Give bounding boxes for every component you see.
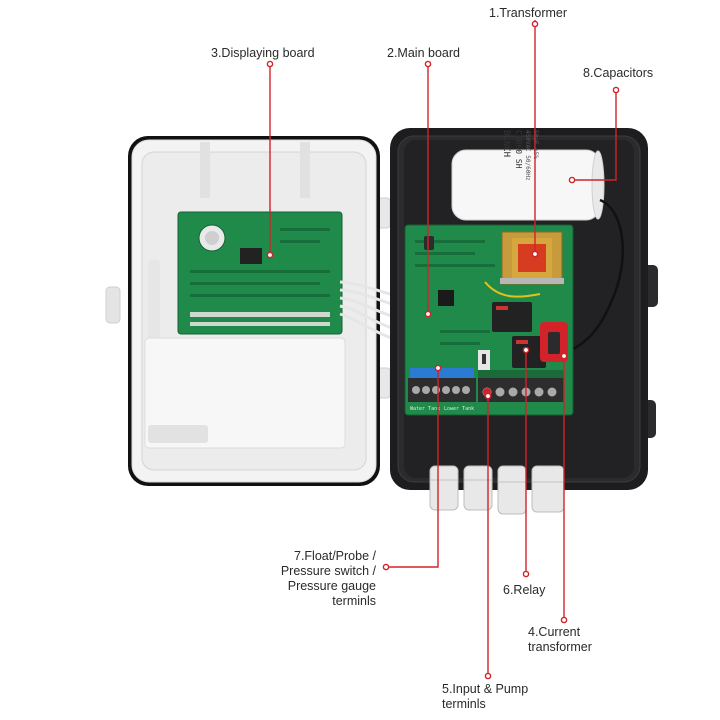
label-float-probe: 7.Float/Probe / Pressure switch / Pressu… xyxy=(240,549,376,609)
transformer xyxy=(484,231,564,298)
label-current-line-1: 4.Current xyxy=(528,625,581,639)
label-displaying-board: 3.Displaying board xyxy=(211,46,315,60)
capacitor-rating-1: 450VAC 50/60Hz xyxy=(524,130,531,181)
current-transformer xyxy=(540,322,568,362)
input-pump-terminal-block xyxy=(478,370,564,402)
label-transformer: 1.Transformer xyxy=(489,6,568,20)
lower-tank-label: Lower Tank xyxy=(444,406,474,412)
label-float-line-1: 7.Float/Probe / xyxy=(294,549,376,563)
label-main-board: 2.Main board xyxy=(387,46,460,60)
label-input-pump: 5.Input & Pump terminls xyxy=(442,682,528,712)
capacitor-model: CBB60 SH xyxy=(514,130,523,169)
display-board xyxy=(177,211,343,335)
label-current-line-2: transformer xyxy=(528,640,592,654)
label-current-transformer: 4.Current transformer xyxy=(528,625,592,655)
label-input-line-1: 5.Input & Pump xyxy=(442,682,529,696)
label-capacitors: 8.Capacitors xyxy=(583,66,654,80)
label-float-line-4: terminls xyxy=(332,594,376,608)
water-tank-label: Water Tank xyxy=(410,406,440,412)
leader-lines xyxy=(269,20,617,676)
relays xyxy=(492,302,546,368)
leader-endpoints xyxy=(266,20,620,680)
label-float-line-2: Pressure switch / xyxy=(280,564,376,578)
float-terminal-block: Water Tank Lower Tank xyxy=(408,368,476,412)
capacitor-brand: BLNCH xyxy=(501,130,511,157)
label-input-line-2: terminls xyxy=(442,697,486,711)
label-float-line-3: Pressure gauge xyxy=(287,579,376,593)
leader-float xyxy=(386,368,439,568)
label-relay: 6.Relay xyxy=(503,583,546,597)
cable-glands xyxy=(429,465,565,515)
leader-capacitors xyxy=(572,90,617,181)
capacitor: BLNCH CBB60 SH 450VAC 50/60Hz 50μF ±5% xyxy=(451,130,624,354)
